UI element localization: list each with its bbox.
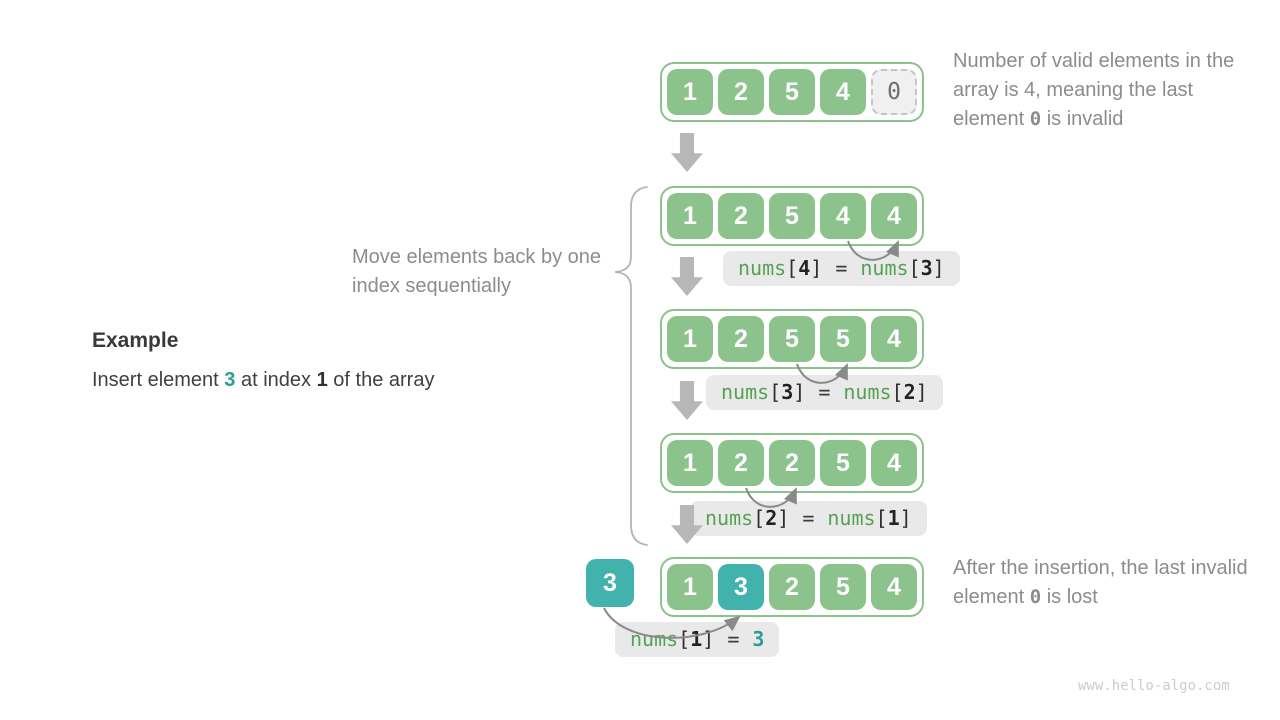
array-cell: 5: [769, 316, 815, 362]
watermark: www.hello-algo.com: [1078, 678, 1230, 694]
array-row-2: 1 2 5 4 4: [660, 186, 924, 246]
array-cell: 5: [820, 440, 866, 486]
array-cell: 5: [820, 316, 866, 362]
array-row-1: 1 2 5 4 0: [660, 62, 924, 122]
array-cell: 2: [718, 193, 764, 239]
array-cell: 4: [871, 440, 917, 486]
array-cell: 4: [871, 316, 917, 362]
array-cell: 1: [667, 316, 713, 362]
array-cell: 4: [820, 69, 866, 115]
down-arrow-icon: [671, 133, 703, 172]
array-cell: 2: [769, 440, 815, 486]
array-cell: 2: [718, 316, 764, 362]
array-cell: 5: [769, 69, 815, 115]
array-cell: 2: [718, 69, 764, 115]
code-fn: nums: [738, 256, 787, 280]
array-cell: 1: [667, 440, 713, 486]
array-cell: 4: [871, 193, 917, 239]
brace-icon: [614, 186, 648, 546]
down-arrow-icon: [671, 381, 703, 420]
assignment-label-step4: nums[1]=3: [615, 622, 780, 657]
array-cell: 4: [871, 564, 917, 610]
code-zero: 0: [1029, 108, 1042, 130]
example-heading: Example: [92, 329, 179, 352]
insert-value: 3: [224, 369, 236, 391]
array-cell: 1: [667, 564, 713, 610]
array-cell: 5: [820, 564, 866, 610]
array-cell: 5: [769, 193, 815, 239]
code-zero: 0: [1029, 586, 1042, 608]
down-arrow-icon: [671, 257, 703, 296]
insert-index: 1: [316, 369, 328, 391]
array-cell: 2: [718, 440, 764, 486]
note-bottom-right: After the insertion, the last invalid el…: [953, 557, 1248, 608]
array-cell: 2: [769, 564, 815, 610]
array-cell-inserted: 3: [718, 564, 764, 610]
assignment-label-step2: nums[3]=nums[2]: [706, 375, 943, 410]
array-cell: 4: [820, 193, 866, 239]
note-top-right: Number of valid elements in the array is…: [953, 50, 1235, 130]
array-cell: 1: [667, 193, 713, 239]
inserted-value-cell: 3: [586, 559, 634, 607]
array-cell: 1: [667, 69, 713, 115]
assignment-label-step1: nums[4]=nums[3]: [723, 251, 960, 286]
assignment-label-step3: nums[2]=nums[1]: [690, 501, 927, 536]
array-row-5: 1 3 2 5 4: [660, 557, 924, 617]
array-cell-invalid: 0: [871, 69, 917, 115]
array-row-3: 1 2 5 5 4: [660, 309, 924, 369]
array-row-4: 1 2 2 5 4: [660, 433, 924, 493]
example-description: Insert element 3 at index 1 of the array: [92, 369, 435, 391]
note-move: Move elements back by one index sequenti…: [352, 246, 602, 297]
